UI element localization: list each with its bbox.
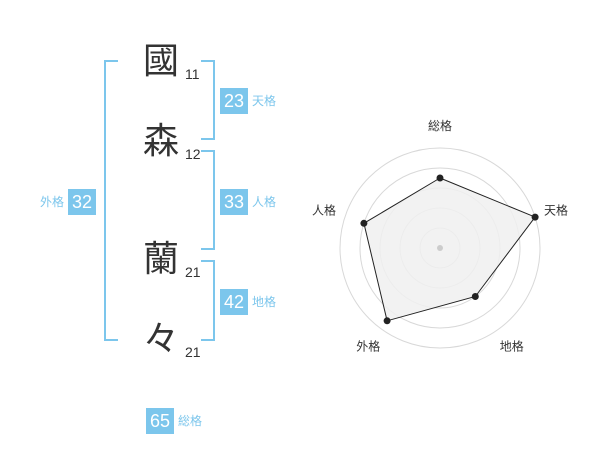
chikaku-bracket xyxy=(201,260,215,341)
gaikaku-score: 外格 32 xyxy=(40,189,97,215)
radar-point-3 xyxy=(471,293,479,300)
jinkaku-label: 人格 xyxy=(252,195,277,209)
radar-point-4 xyxy=(383,317,391,325)
chikaku-score: 42 地格 xyxy=(220,289,276,315)
jinkaku-value: 33 xyxy=(220,189,248,215)
radar-ring xyxy=(359,167,521,329)
stroke-count-1: 11 xyxy=(185,66,200,82)
gaikaku-bracket xyxy=(104,60,118,341)
tenkaku-label: 天格 xyxy=(252,94,277,108)
stroke-count-3: 21 xyxy=(185,264,201,280)
radar-axis-label-3: 地格 xyxy=(500,339,524,354)
stroke-count-2: 12 xyxy=(185,146,201,162)
radar-point-1 xyxy=(436,174,444,182)
radar-point-5 xyxy=(360,219,368,227)
radar-axis-label-1: 総格 xyxy=(428,118,452,133)
soukaku-label: 総格 xyxy=(178,414,203,428)
chikaku-value: 42 xyxy=(220,289,248,315)
name-char-4: 々 xyxy=(142,319,179,360)
radar-axis-label-5: 人格 xyxy=(312,202,336,217)
name-char-3: 蘭 xyxy=(142,239,179,280)
tenkaku-score: 23 天格 xyxy=(220,88,276,114)
stroke-count-4: 21 xyxy=(185,344,201,360)
name-char-1: 國 xyxy=(142,41,179,82)
radar-axis-label-2: 天格 xyxy=(544,202,568,217)
gaikaku-value: 32 xyxy=(68,189,97,215)
jinkaku-score: 33 人格 xyxy=(220,189,276,215)
radar-point-2 xyxy=(531,213,539,221)
jinkaku-bracket xyxy=(201,150,215,250)
tenkaku-value: 23 xyxy=(220,88,248,114)
soukaku-value: 65 xyxy=(146,408,174,434)
tenkaku-bracket xyxy=(201,60,215,140)
name-char-2: 森 xyxy=(142,121,179,162)
soukaku-score: 65 総格 xyxy=(146,408,202,434)
gaikaku-label: 外格 xyxy=(40,195,65,209)
radar-axis-label-4: 外格 xyxy=(356,339,380,354)
radar-polygon xyxy=(363,177,536,322)
chikaku-label: 地格 xyxy=(252,295,277,309)
radar-center-dot xyxy=(437,245,443,251)
